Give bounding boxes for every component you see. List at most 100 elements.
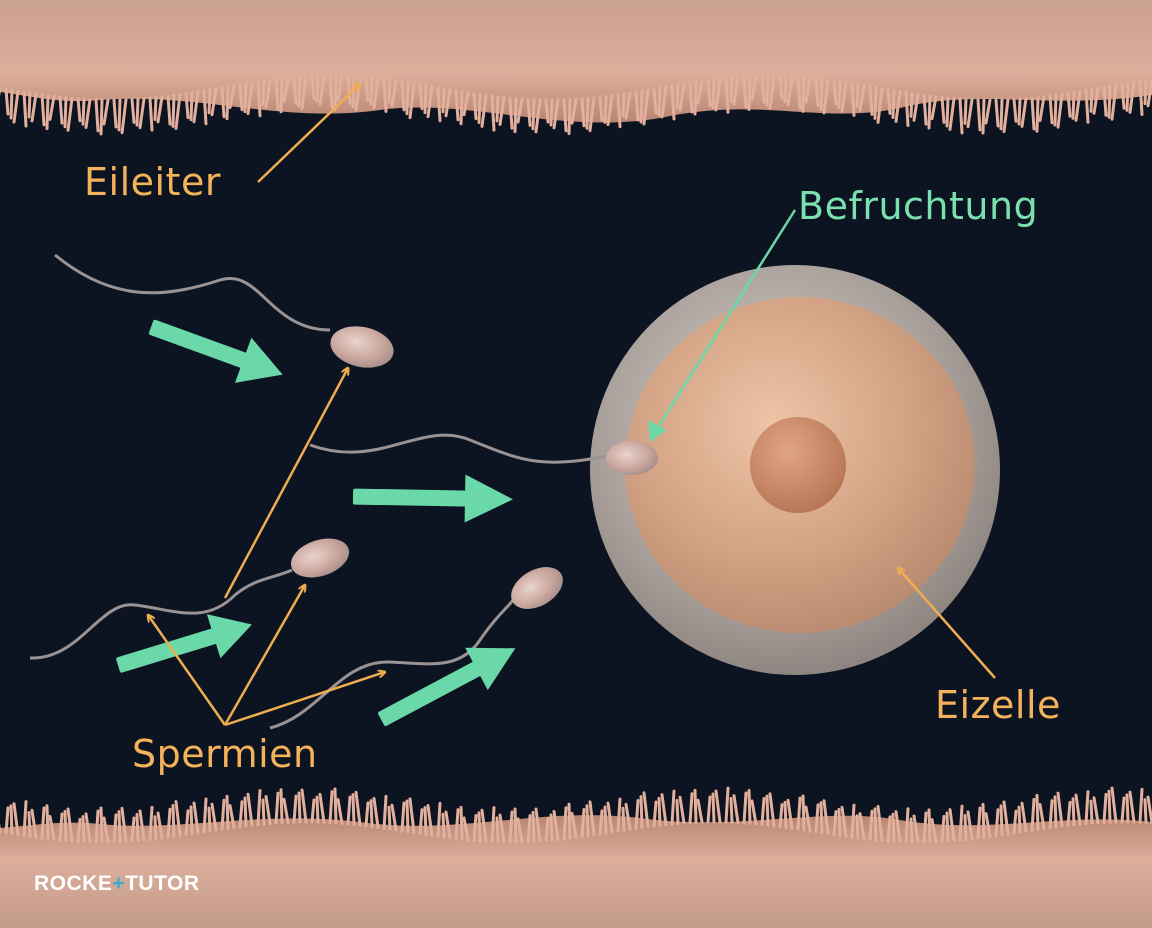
cilium xyxy=(603,805,608,835)
cilium xyxy=(693,80,698,116)
cilium xyxy=(837,807,842,837)
cilium xyxy=(804,805,812,833)
cilium xyxy=(868,84,874,116)
cilium xyxy=(922,93,928,126)
cilium xyxy=(1092,796,1100,825)
cilium xyxy=(99,806,104,844)
cilium xyxy=(498,96,506,127)
cilium xyxy=(1066,800,1072,827)
cilium xyxy=(675,799,680,826)
cilium xyxy=(696,798,704,824)
cilium xyxy=(912,814,920,844)
cilium xyxy=(333,787,338,825)
cilia-top xyxy=(0,74,1152,136)
cilium xyxy=(48,814,56,841)
tube-wall-bottom xyxy=(0,815,1152,928)
cilium xyxy=(462,91,470,117)
cilium xyxy=(210,87,218,117)
cilium xyxy=(855,814,860,840)
cilium xyxy=(184,92,190,120)
cilium xyxy=(336,74,344,102)
cilium xyxy=(189,805,194,836)
cilium xyxy=(729,76,734,104)
cilium xyxy=(184,809,190,837)
cilium xyxy=(382,77,388,113)
pointer-eileiter xyxy=(257,84,360,183)
cilium xyxy=(1146,78,1152,108)
cilium xyxy=(364,76,370,103)
cilium xyxy=(22,800,28,838)
cilium xyxy=(1038,95,1046,123)
motion-arrow xyxy=(352,474,513,523)
cilium xyxy=(724,786,730,824)
cilium xyxy=(400,801,406,833)
cilium xyxy=(22,90,28,128)
cilium xyxy=(300,75,308,111)
label-eizelle: Eizelle xyxy=(935,683,1061,727)
cilium xyxy=(1002,800,1010,836)
cilium xyxy=(444,810,452,840)
cilium xyxy=(1066,91,1072,118)
cilium xyxy=(621,806,626,832)
cilium xyxy=(333,74,338,112)
cilium xyxy=(652,87,658,115)
cilium xyxy=(706,795,712,824)
cilium xyxy=(886,87,892,115)
cilium xyxy=(102,816,110,844)
cilium xyxy=(315,795,320,824)
cilium xyxy=(153,815,158,841)
cilium xyxy=(832,79,838,106)
cilium xyxy=(688,81,694,114)
cilium xyxy=(228,84,236,110)
cilium xyxy=(639,795,644,830)
cilium xyxy=(1102,85,1108,117)
cilium xyxy=(796,75,802,110)
cilium xyxy=(966,98,974,129)
cilium xyxy=(711,78,716,110)
cilium xyxy=(876,804,884,842)
cilium xyxy=(1053,795,1058,829)
cilium xyxy=(948,96,956,131)
cilium xyxy=(886,815,892,843)
label-eileiter: Eileiter xyxy=(84,160,221,204)
cilium xyxy=(27,91,32,119)
cilium xyxy=(81,815,86,844)
cilium xyxy=(1092,86,1100,115)
cilium xyxy=(495,816,500,844)
cilium xyxy=(318,792,326,824)
cilium xyxy=(634,90,640,122)
cilium xyxy=(436,801,442,838)
cilium xyxy=(660,85,668,119)
motion-arrow xyxy=(378,647,516,726)
cilium xyxy=(639,89,644,124)
cilium xyxy=(850,81,856,117)
cilium xyxy=(531,98,536,131)
cilium xyxy=(570,97,578,125)
cilium xyxy=(778,803,784,829)
pointer-spermien-4 xyxy=(223,368,348,599)
cilium xyxy=(855,82,860,108)
cilium xyxy=(760,74,766,104)
cilium xyxy=(4,87,10,116)
cilium xyxy=(981,98,986,135)
cilium xyxy=(873,807,878,842)
cilium xyxy=(1038,803,1046,831)
cilium xyxy=(1143,798,1148,825)
cilium xyxy=(940,814,946,843)
cilium xyxy=(670,84,676,121)
cilium xyxy=(621,92,626,118)
cilium xyxy=(958,97,964,135)
cilium xyxy=(963,813,968,841)
cilium xyxy=(112,98,118,129)
cilium xyxy=(526,97,532,127)
cilium xyxy=(994,808,1000,838)
cilium xyxy=(30,92,38,123)
cilium xyxy=(580,808,586,839)
cilium xyxy=(454,89,460,122)
cilium xyxy=(1138,79,1144,116)
cilium xyxy=(832,810,838,837)
cilium xyxy=(310,798,316,824)
cilium xyxy=(405,81,410,116)
cilium xyxy=(45,94,50,131)
